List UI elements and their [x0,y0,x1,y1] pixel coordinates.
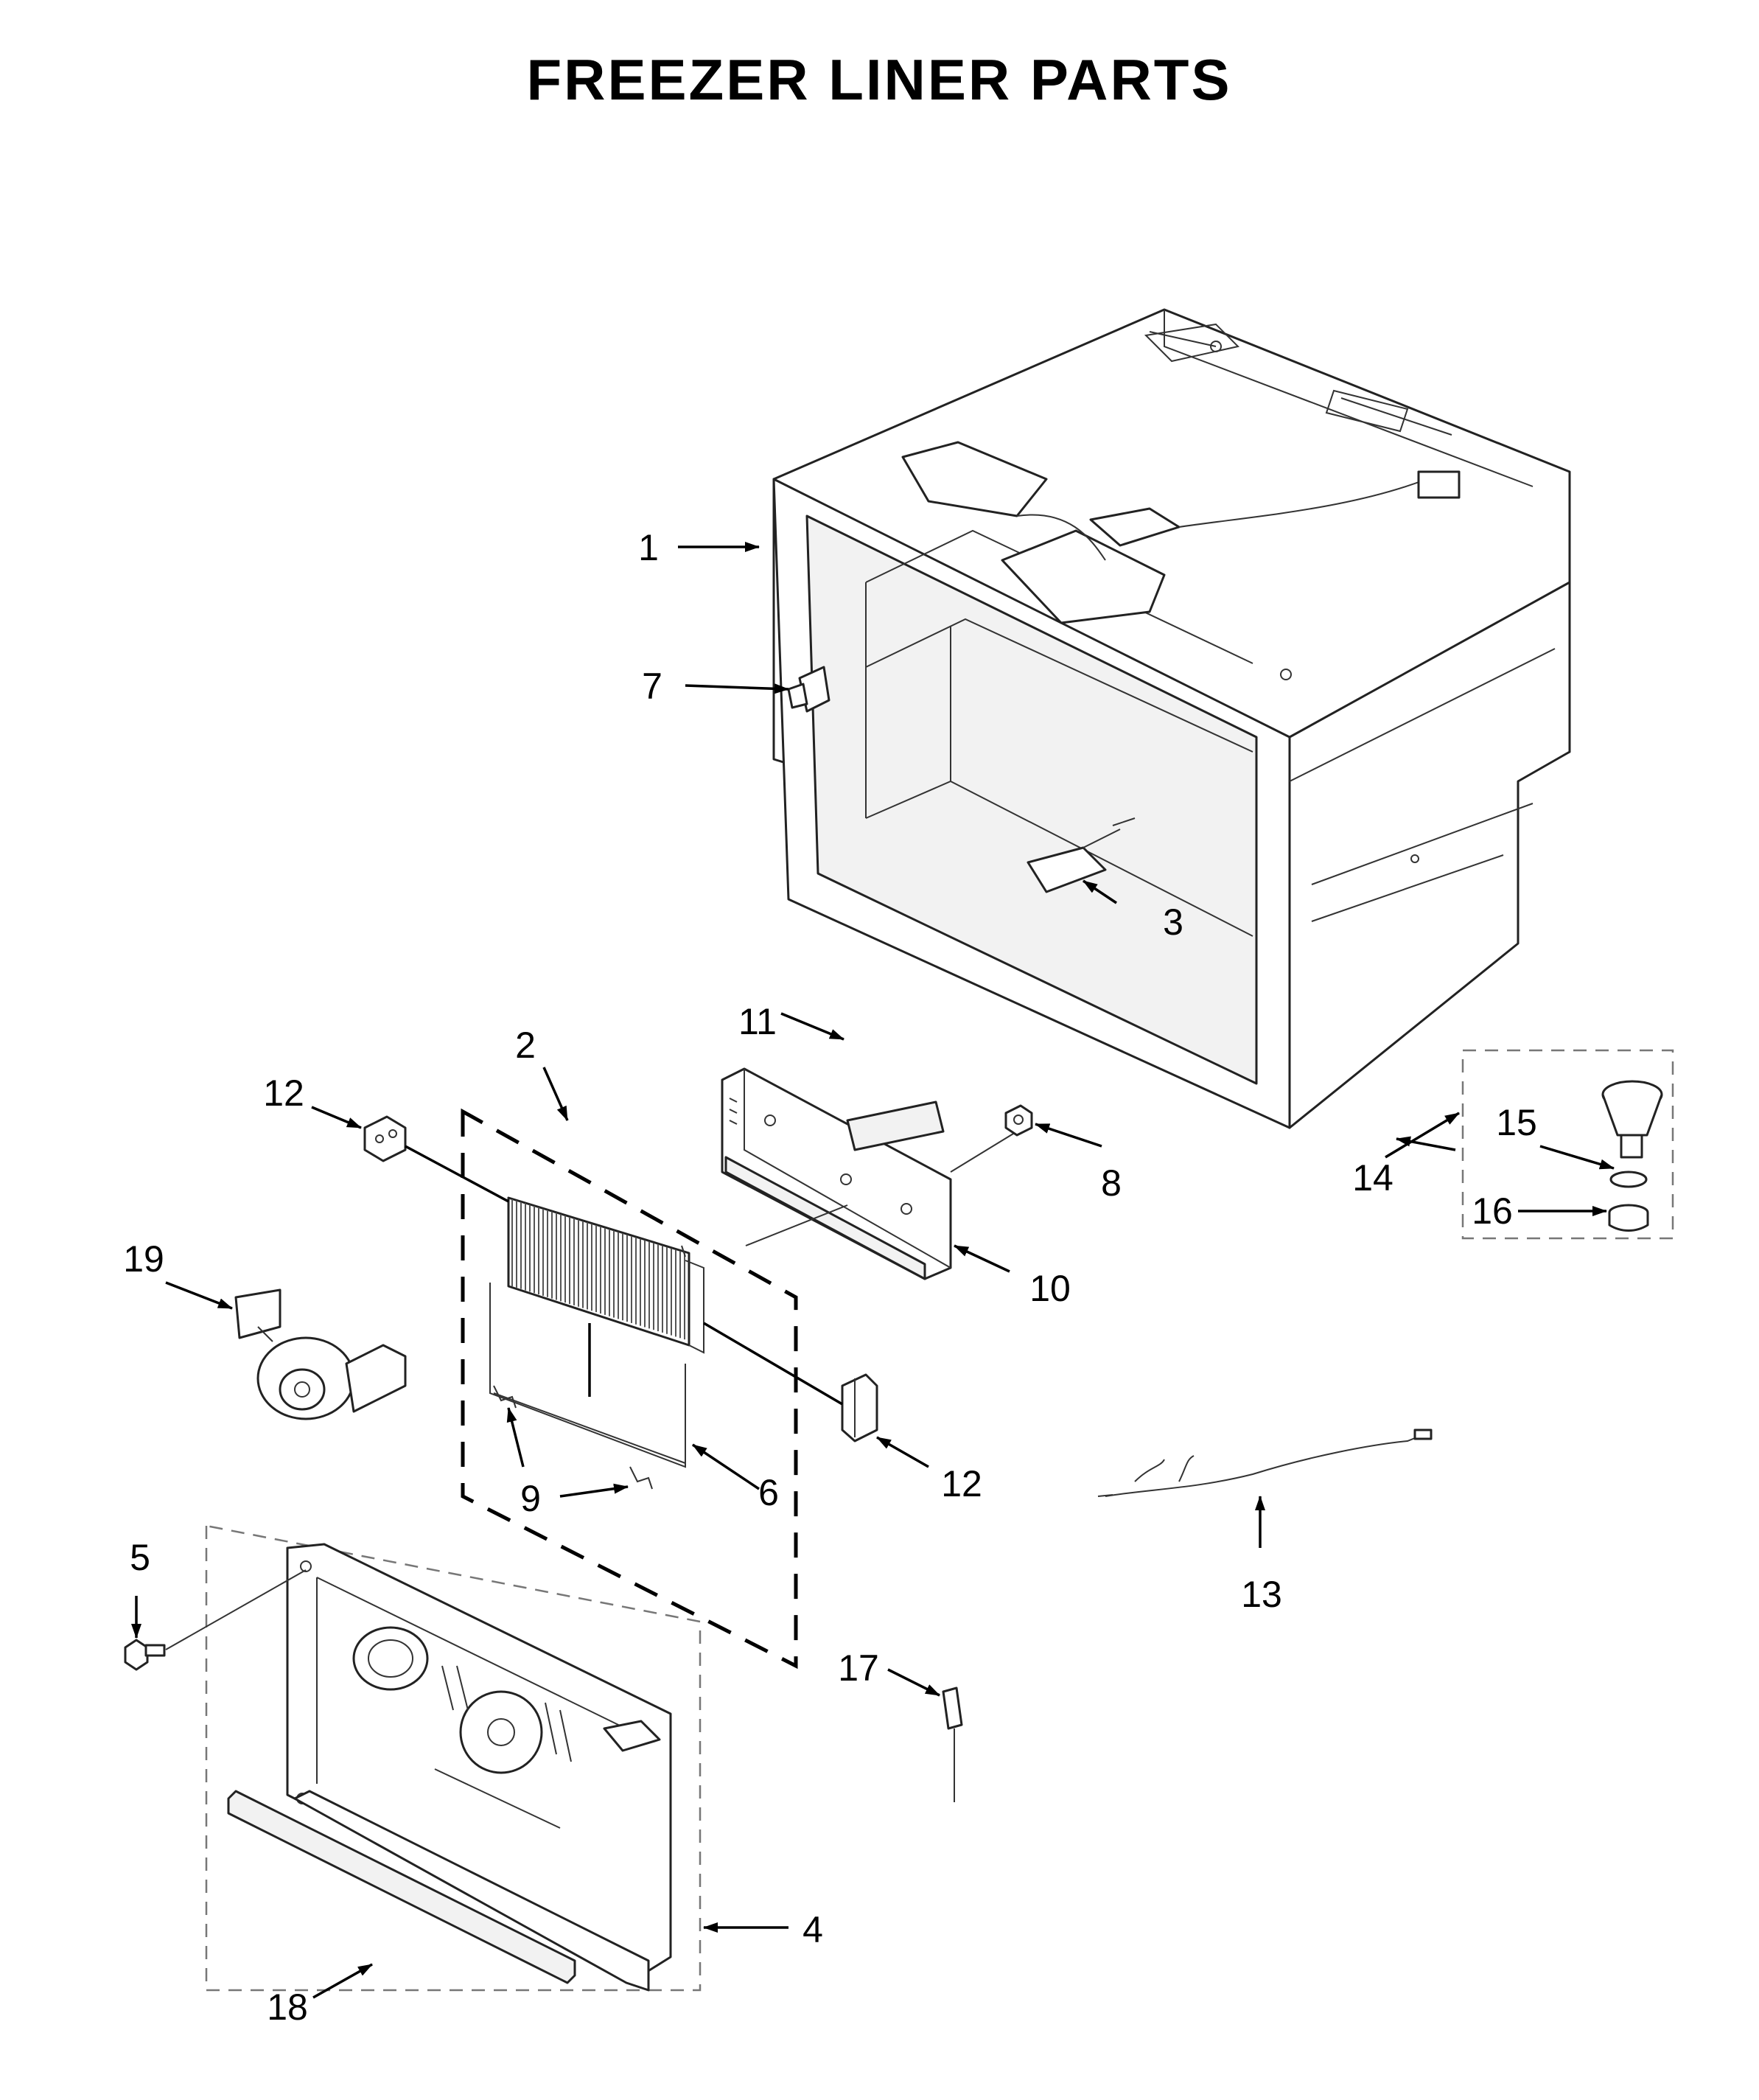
thermistor-17 [942,1686,963,1802]
callout-15: 15 [1496,1102,1537,1143]
callout-2: 2 [515,1025,536,1066]
floor-sensor-3 [1027,817,1136,893]
freezer-liner [772,308,1571,1129]
clip-9a [493,1385,517,1409]
callout-18: 18 [267,1986,308,2028]
callout-10: 10 [1029,1268,1071,1309]
cap-16 [1608,1204,1649,1232]
callout-13: 13 [1241,1574,1282,1615]
gasket-strip-18 [227,1790,576,1984]
callout-7: 7 [642,666,662,707]
callout-6: 6 [758,1472,779,1513]
callout-11: 11 [738,1001,777,1042]
rear-panel-dashed-box [205,1524,702,1992]
connector-12-right [841,1373,878,1443]
wire-harness-13 [1097,1429,1433,1497]
filter-kit-dashed-box [1461,1049,1674,1240]
rear-panel-4 [286,1543,672,1992]
callout-5: 5 [130,1537,150,1578]
grommet-8 [1004,1104,1033,1137]
callout-9: 9 [520,1478,541,1519]
connector-12-left [363,1115,407,1162]
callout-8: 8 [1101,1162,1122,1204]
callout-12-left: 12 [263,1072,304,1114]
leader-arrows [131,542,1615,1999]
evaporator-kit-dashed-box [461,1108,798,1670]
defrost-heater-6 [489,1283,686,1468]
o-ring [1609,1171,1648,1188]
callout-14: 14 [1352,1157,1393,1199]
label-11 [846,1100,945,1151]
evaporator-2 [507,1196,704,1354]
fan-motor-19 [234,1288,407,1420]
callout-1: 1 [638,527,659,568]
callout-12-right: 12 [941,1463,982,1504]
callout-4: 4 [802,1909,823,1950]
callout-3: 3 [1163,901,1183,943]
door-switch-7 [787,666,830,713]
page-title: FREEZER LINER PARTS [527,47,1232,112]
callout-16: 16 [1472,1190,1513,1232]
callout-19: 19 [123,1238,164,1280]
screw-5 [124,1639,166,1671]
filter-15 [1601,1080,1663,1159]
callout-17: 17 [838,1647,879,1689]
evaporator-cover-10 [721,1067,952,1280]
clip-9b [629,1466,653,1490]
